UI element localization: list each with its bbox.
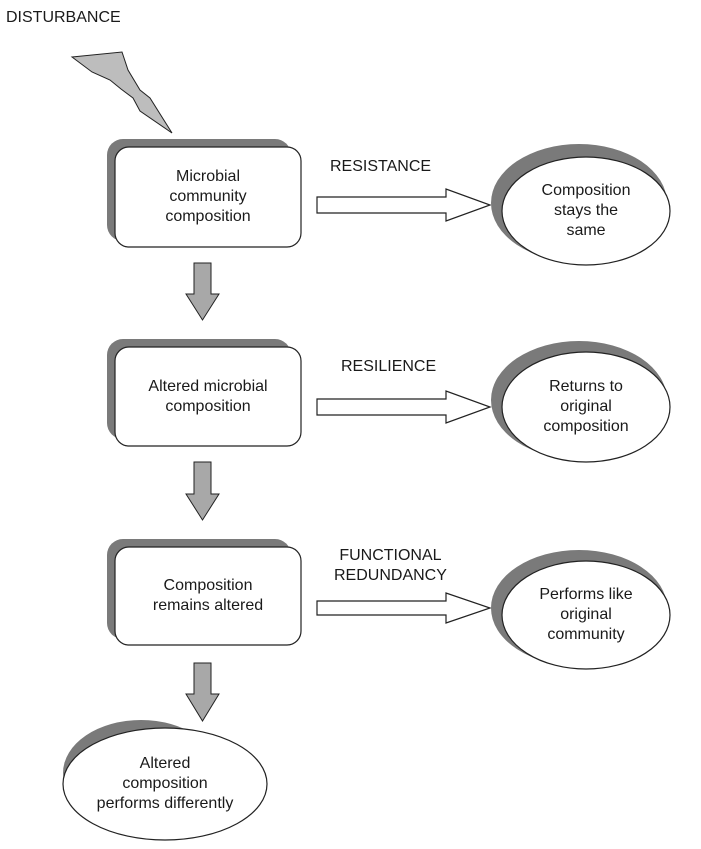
down-arrow-1 xyxy=(185,262,220,321)
box-remains-altered xyxy=(114,546,302,646)
box-microbial-community xyxy=(114,146,302,248)
box-microbial-community-text: Microbial community composition xyxy=(165,168,251,225)
ellipse-performs-like-text: Performs like original community xyxy=(539,586,633,643)
ellipse-stays-same xyxy=(501,156,671,266)
resistance-label: RESISTANCE xyxy=(330,158,432,175)
lightning-bolt-icon xyxy=(70,51,173,134)
right-arrow-resilience xyxy=(316,390,492,424)
box-altered-composition xyxy=(114,346,302,447)
ellipse-stays-same-text: Composition stays the same xyxy=(541,182,631,239)
box-remains-altered-text: Composition remains altered xyxy=(152,577,264,614)
functional-redundancy-label: FUNCTIONAL REDUNDANCY xyxy=(334,547,447,584)
resilience-label: RESILIENCE xyxy=(341,358,437,375)
right-arrow-functional-redundancy xyxy=(316,592,492,624)
disturbance-label: DISTURBANCE xyxy=(6,9,121,26)
ellipse-returns-original xyxy=(501,351,671,463)
down-arrow-3 xyxy=(185,662,220,722)
right-arrow-resistance xyxy=(316,188,492,222)
box-altered-composition-text: Altered microbial composition xyxy=(148,377,268,415)
ellipse-returns-original-text: Returns to original composition xyxy=(543,378,629,435)
ellipse-performs-differently xyxy=(62,727,268,841)
ellipse-performs-like xyxy=(501,560,671,670)
ellipse-performs-differently-text: Altered composition performs differently xyxy=(96,755,234,812)
down-arrow-2 xyxy=(185,461,220,521)
